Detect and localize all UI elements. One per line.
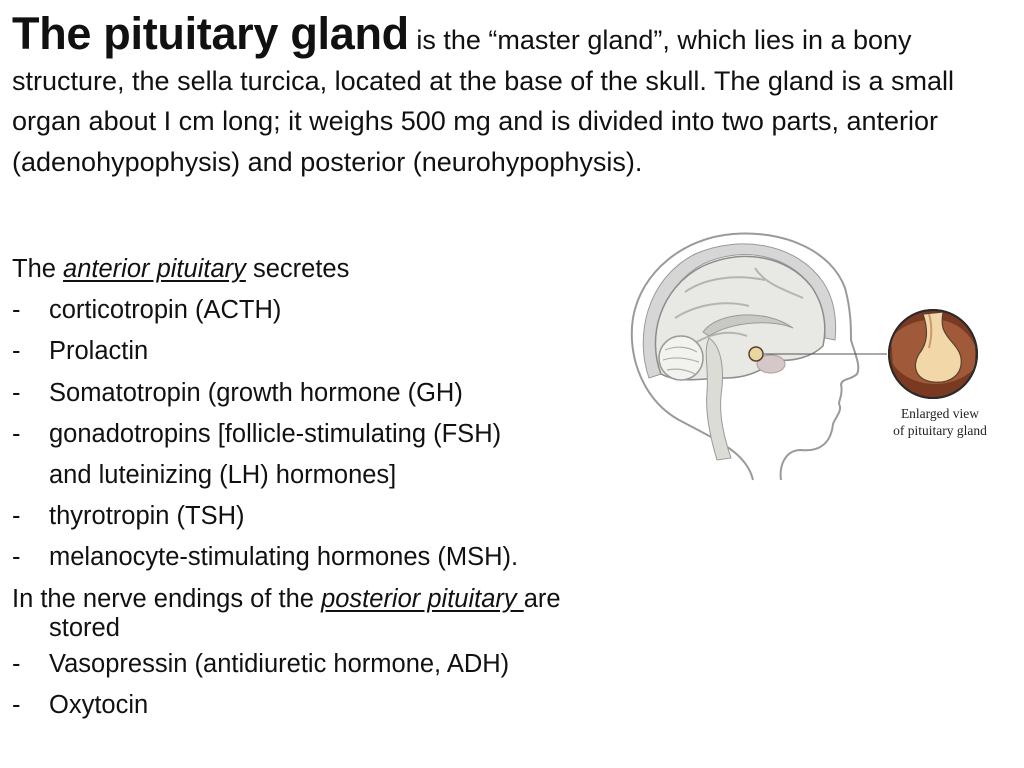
- figure-caption: Enlarged view of pituitary gland: [870, 405, 1010, 439]
- list-item-text: Oxytocin: [49, 691, 149, 720]
- dash-bullet: -: [12, 378, 21, 407]
- posterior-lead-cont: stored: [49, 613, 120, 642]
- list-item-text: and luteinizing (LH) hormones]: [49, 461, 397, 490]
- dash-bullet: -: [12, 419, 21, 448]
- list-item: -Prolactin: [12, 331, 712, 372]
- enlarged-view: [888, 309, 978, 399]
- anterior-lead-post: secretes: [245, 255, 350, 283]
- anterior-pituitary-term: anterior pituitary: [63, 255, 246, 283]
- list-item-text: Somatotropin (growth hormone (GH): [49, 378, 463, 407]
- list-item-continuation: and luteinizing (LH) hormones]: [12, 455, 712, 496]
- intro-paragraph: The pituitary gland is the “master gland…: [12, 11, 1012, 182]
- intro-text: is the “master gland”, which lies in a b…: [12, 25, 954, 177]
- list-item: -corticotropin (ACTH): [12, 290, 712, 331]
- dash-bullet: -: [12, 337, 21, 366]
- posterior-lead: In the nerve endings of the posterior pi…: [12, 579, 712, 644]
- list-item-text: gonadotropins [follicle-stimulating (FSH…: [49, 419, 502, 448]
- brainstem: [705, 337, 732, 461]
- list-item-text: corticotropin (ACTH): [49, 296, 282, 325]
- list-item-text: thyrotropin (TSH): [49, 502, 245, 531]
- list-item: -melanocyte-stimulating hormones (MSH).: [12, 537, 712, 578]
- corpus-callosum: [702, 314, 794, 337]
- anterior-lead: The anterior pituitary secretes: [12, 249, 712, 290]
- hormone-list-section: The anterior pituitary secretes -cortico…: [12, 249, 712, 726]
- dash-bullet: -: [12, 691, 21, 720]
- list-item-text: Prolactin: [49, 337, 149, 366]
- posterior-lead-pre: In the nerve endings of the: [12, 584, 322, 613]
- pituitary-marker: [748, 346, 764, 362]
- posterior-pituitary-term: posterior pituitary: [321, 584, 524, 613]
- brain-diagram: [630, 232, 978, 481]
- caption-line-1: Enlarged view: [900, 406, 980, 421]
- list-item-text: melanocyte-stimulating hormones (MSH).: [49, 543, 519, 572]
- list-item: -Oxytocin: [12, 685, 712, 726]
- slide-title: The pituitary gland: [12, 8, 409, 59]
- list-item: -Vasopressin (antidiuretic hormone, ADH): [12, 644, 712, 685]
- dash-bullet: -: [12, 543, 21, 572]
- dash-bullet: -: [12, 296, 21, 325]
- posterior-lead-post: are: [523, 584, 561, 613]
- list-item: -Somatotropin (growth hormone (GH): [12, 373, 712, 414]
- list-item: -gonadotropins [follicle-stimulating (FS…: [12, 414, 712, 455]
- dash-bullet: -: [12, 502, 21, 531]
- dash-bullet: -: [12, 649, 21, 678]
- caption-line-2: of pituitary gland: [893, 423, 987, 438]
- list-item: -thyrotropin (TSH): [12, 496, 712, 537]
- anterior-lead-pre: The: [12, 255, 64, 283]
- skull-band: [642, 243, 837, 379]
- list-item-text: Vasopressin (antidiuretic hormone, ADH): [49, 649, 510, 678]
